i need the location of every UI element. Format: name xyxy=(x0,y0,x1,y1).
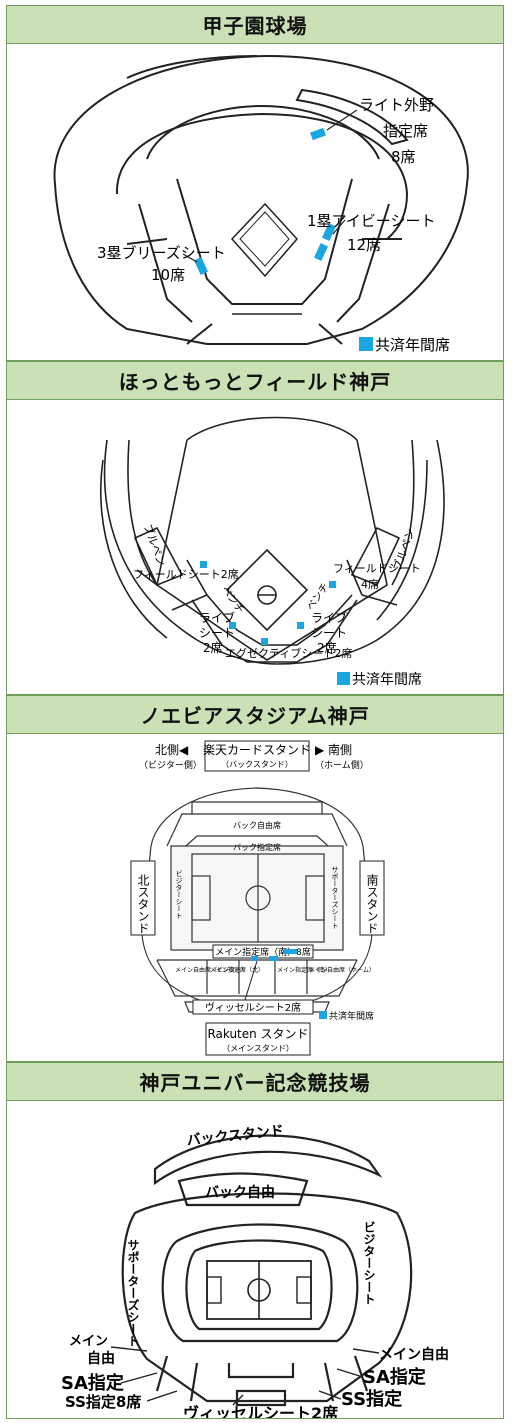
universiade-ss-right: SS指定 xyxy=(341,1388,402,1410)
hottomotto-live-left-marker xyxy=(229,622,236,629)
hottomotto-live-right-3: 2席 xyxy=(317,640,337,655)
koshien-right-outfield-marker xyxy=(310,127,326,141)
universiade-back-free: バック自由 xyxy=(205,1184,275,1201)
noevir-main-stand-sub: （メインスタンド） xyxy=(222,1044,294,1053)
noevir-supporters-seat: サポーターズシート xyxy=(331,866,339,929)
universiade-visitor-seat: ビジターシート xyxy=(362,1221,376,1305)
koshien-breeze-label: 3塁ブリーズシート xyxy=(97,244,226,262)
hottomotto-legend-label: 共済年間席 xyxy=(352,672,422,688)
universiade-main-free-right: メイン自由 xyxy=(379,1346,449,1363)
hottomotto-live-left-3: 2席 xyxy=(203,640,223,655)
universiade-main-free-left-2: 自由 xyxy=(87,1350,115,1367)
hottomotto-live-right-1: ライブ xyxy=(311,610,347,625)
hottomotto-executive-marker xyxy=(261,638,268,645)
noevir-title: ノエビアスタジアム神戸 xyxy=(7,696,503,734)
hottomotto-field-seat-right-label: フィールドシート xyxy=(333,562,421,575)
noevir-main-free-home: メイン自由席（ホーム） xyxy=(309,966,375,974)
noevir-south-side-sub: （ホーム側） xyxy=(315,759,369,771)
noevir-main-reserved-marker-2 xyxy=(284,949,297,954)
noevir-back-stand: 楽天カードスタンド xyxy=(203,743,311,757)
noevir-south-side: ▶ 南側 xyxy=(315,742,352,757)
noevir-north-side: 北側◀ xyxy=(155,743,189,757)
noevir-main-free-visitor: メイン自由席（ビジター） xyxy=(175,966,247,974)
universiade-title: 神戸ユニバー記念競技場 xyxy=(7,1063,503,1101)
koshien-legend-swatch xyxy=(359,337,373,351)
noevir-main-reserved-marker-1 xyxy=(269,956,278,961)
koshien-legend-label: 共済年間席 xyxy=(375,336,450,354)
noevir-vissel-seat: ヴィッセルシート2席 xyxy=(205,1001,301,1014)
hottomotto-field-left-marker xyxy=(200,561,207,568)
hottomotto-live-right-marker xyxy=(297,622,304,629)
noevir-main-reserved-south-small: メイン指定席（南） xyxy=(277,966,331,974)
universiade-supporters-seat: サポーターズシート xyxy=(126,1239,140,1347)
koshien-breeze-marker xyxy=(193,257,209,275)
noevir-section: ノエビアスタジアム神戸 北側◀ （ビジター側） 楽天カードスタンド （バックスタ… xyxy=(6,695,504,1062)
noevir-diagram: 北側◀ （ビジター側） 楽天カードスタンド （バックスタンド） ▶ 南側 （ホー… xyxy=(130,740,385,1056)
hottomotto-live-left-1: ライブ xyxy=(199,610,235,625)
koshien-breeze-count: 10席 xyxy=(151,266,185,284)
koshien-ivy-marker-1 xyxy=(321,223,337,241)
koshien-title: 甲子園球場 xyxy=(7,6,503,44)
universiade-section: 神戸ユニバー記念競技場 xyxy=(6,1062,504,1419)
koshien-ivy-marker-2 xyxy=(313,243,329,261)
hottomotto-field-right-marker xyxy=(329,581,336,588)
noevir-north-stand: 北スタンド xyxy=(136,874,150,934)
noevir-visitor-seat: ビジターシート xyxy=(175,870,183,919)
noevir-back-stand-sub: （バックスタンド） xyxy=(221,760,293,769)
noevir-back-reserved: バック指定席 xyxy=(233,842,281,852)
koshien-section: 甲子園球場 xyxy=(6,5,504,361)
noevir-vissel-marker xyxy=(251,956,258,961)
koshien-ivy-count: 12席 xyxy=(347,236,381,254)
hottomotto-executive-seat: エグゼクティブシート2席 xyxy=(225,646,352,660)
noevir-legend-swatch xyxy=(319,1011,327,1019)
hottomotto-title: ほっともっとフィールド神戸 xyxy=(7,362,503,400)
universiade-back-stand: バックスタンド xyxy=(186,1123,285,1149)
noevir-north-side-sub: （ビジター側） xyxy=(139,759,202,771)
hottomotto-dugout-right: ベンチ xyxy=(304,581,331,612)
noevir-back-free: バック自由席 xyxy=(233,820,281,830)
hottomotto-legend-swatch xyxy=(337,672,350,685)
universiade-ss-left: SS指定8席 xyxy=(65,1393,141,1411)
hottomotto-live-left-2: シート xyxy=(199,626,235,640)
koshien-diagram: ライト外野 指定席 8席 1塁アイビーシート 12席 3塁ブリーズシート 10席… xyxy=(53,54,469,354)
noevir-main-reserved-north: メイン指定席（北） xyxy=(210,966,264,974)
hottomotto-section: ほっともっとフィールド神戸 xyxy=(6,361,504,695)
hottomotto-diagram: ブルペン ブルペン フィールドシート2席 フィールドシート 4席 ベンチ ベンチ… xyxy=(99,416,445,688)
universiade-sa-left: SA指定 xyxy=(61,1372,124,1394)
koshien-right-outfield-seat: 指定席 xyxy=(383,122,428,140)
koshien-right-outfield-count: 8席 xyxy=(391,148,416,166)
noevir-south-stand: 南スタンド xyxy=(365,873,379,934)
noevir-main-stand: Rakuten スタンド xyxy=(207,1027,308,1041)
universiade-sa-right: SA指定 xyxy=(363,1366,426,1388)
hottomotto-field-seat-right-count: 4席 xyxy=(361,577,379,591)
hottomotto-field-seat-left: フィールドシート2席 xyxy=(133,567,239,581)
universiade-main-free-left-1: メイン xyxy=(69,1334,108,1349)
universiade-vissel-seat: ヴィッセルシート2席 xyxy=(183,1404,338,1418)
koshien-ivy-label: 1塁アイビーシート xyxy=(307,212,436,230)
noevir-legend-label: 共済年間席 xyxy=(329,1010,374,1022)
koshien-right-outfield-label: ライト外野 xyxy=(359,96,434,114)
hottomotto-live-right-2: シート xyxy=(311,626,347,640)
universiade-diagram: バックスタンド バック自由 サポーターズシート ビジターシート メイン 自由 S… xyxy=(61,1123,449,1418)
